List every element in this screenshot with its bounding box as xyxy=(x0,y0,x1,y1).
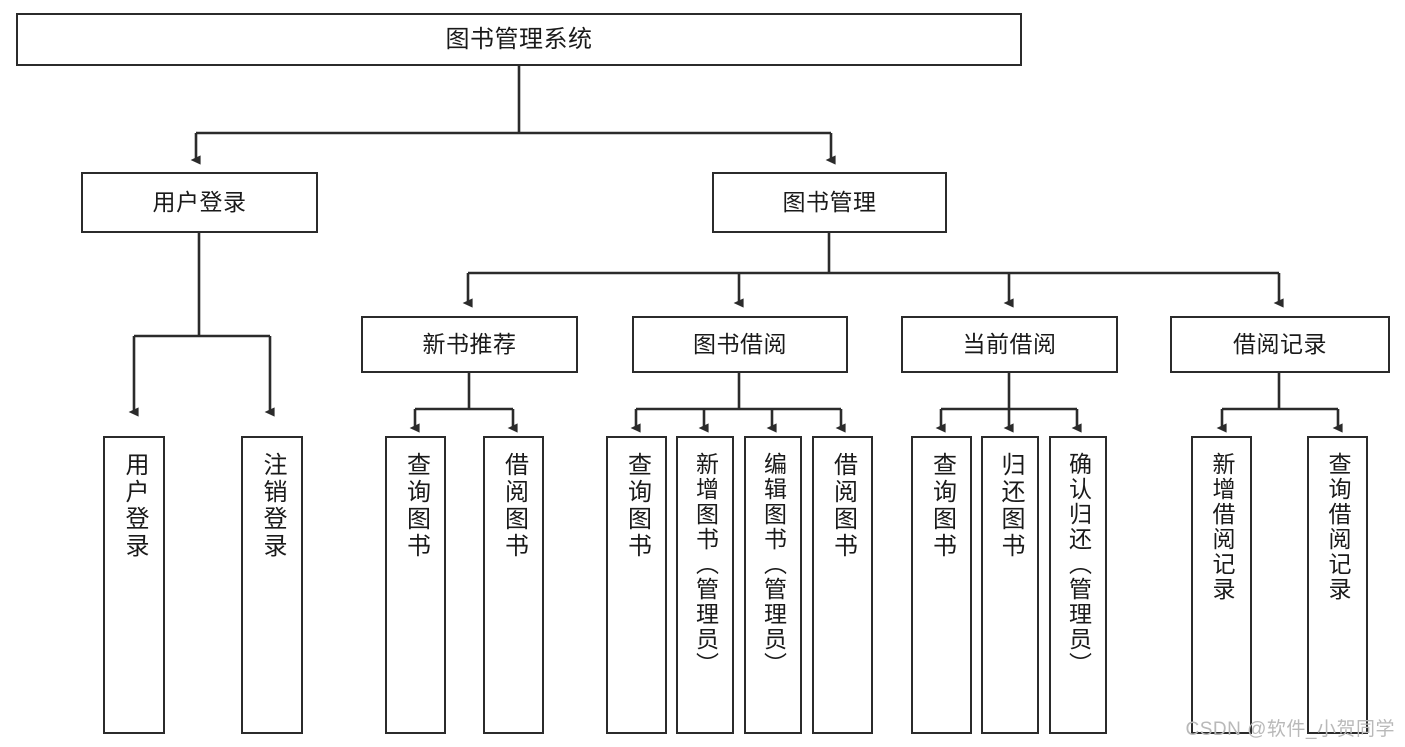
leaf-query-borrow-record[interactable]: 查询借阅记录 xyxy=(1307,436,1368,734)
node-label: 借阅图书 xyxy=(500,452,528,560)
node-label: 用户登录 xyxy=(152,189,247,216)
node-label: 注销登录 xyxy=(259,452,286,560)
node-label: 新增图书（管理员） xyxy=(692,452,719,677)
node-label: 新增借阅记录 xyxy=(1209,452,1235,602)
node-label: 查询图书 xyxy=(623,452,651,560)
node-label: 确认归还（管理员） xyxy=(1065,452,1092,677)
node-label: 图书管理 xyxy=(782,189,877,216)
node-label: 图书管理系统 xyxy=(445,25,593,53)
node-book-management[interactable]: 图书管理 xyxy=(712,172,947,233)
leaf-logout[interactable]: 注销登录 xyxy=(241,436,303,734)
node-user-login[interactable]: 用户登录 xyxy=(81,172,318,233)
leaf-query-book-borrow[interactable]: 查询图书 xyxy=(606,436,667,734)
node-label: 借阅记录 xyxy=(1233,331,1327,358)
leaf-edit-book-admin[interactable]: 编辑图书（管理员） xyxy=(744,436,802,734)
node-label: 查询图书 xyxy=(928,452,956,560)
leaf-add-borrow-record[interactable]: 新增借阅记录 xyxy=(1191,436,1252,734)
node-label: 编辑图书（管理员） xyxy=(760,452,787,677)
node-borrow-record[interactable]: 借阅记录 xyxy=(1170,316,1390,373)
leaf-query-book-newbook[interactable]: 查询图书 xyxy=(385,436,446,734)
node-label: 当前借阅 xyxy=(962,331,1057,358)
leaf-add-book-admin[interactable]: 新增图书（管理员） xyxy=(676,436,734,734)
leaf-query-book-current[interactable]: 查询图书 xyxy=(911,436,972,734)
node-book-borrow[interactable]: 图书借阅 xyxy=(632,316,848,373)
node-current-borrow[interactable]: 当前借阅 xyxy=(901,316,1118,373)
leaf-return-book[interactable]: 归还图书 xyxy=(981,436,1039,734)
node-label: 归还图书 xyxy=(997,452,1024,560)
node-label: 查询借阅记录 xyxy=(1325,452,1351,602)
node-label: 用户登录 xyxy=(121,452,148,560)
leaf-user-login[interactable]: 用户登录 xyxy=(103,436,165,734)
leaf-borrow-book[interactable]: 借阅图书 xyxy=(812,436,873,734)
node-label: 新书推荐 xyxy=(422,331,517,358)
node-label: 图书借阅 xyxy=(693,331,787,358)
node-label: 借阅图书 xyxy=(829,452,857,560)
leaf-confirm-return-admin[interactable]: 确认归还（管理员） xyxy=(1049,436,1107,734)
leaf-borrow-book-newbook[interactable]: 借阅图书 xyxy=(483,436,544,734)
node-label: 查询图书 xyxy=(402,452,430,560)
watermark-text: CSDN @软件_小贺同学 xyxy=(1185,719,1395,740)
node-root[interactable]: 图书管理系统 xyxy=(16,13,1022,66)
node-new-book-recommend[interactable]: 新书推荐 xyxy=(361,316,578,373)
